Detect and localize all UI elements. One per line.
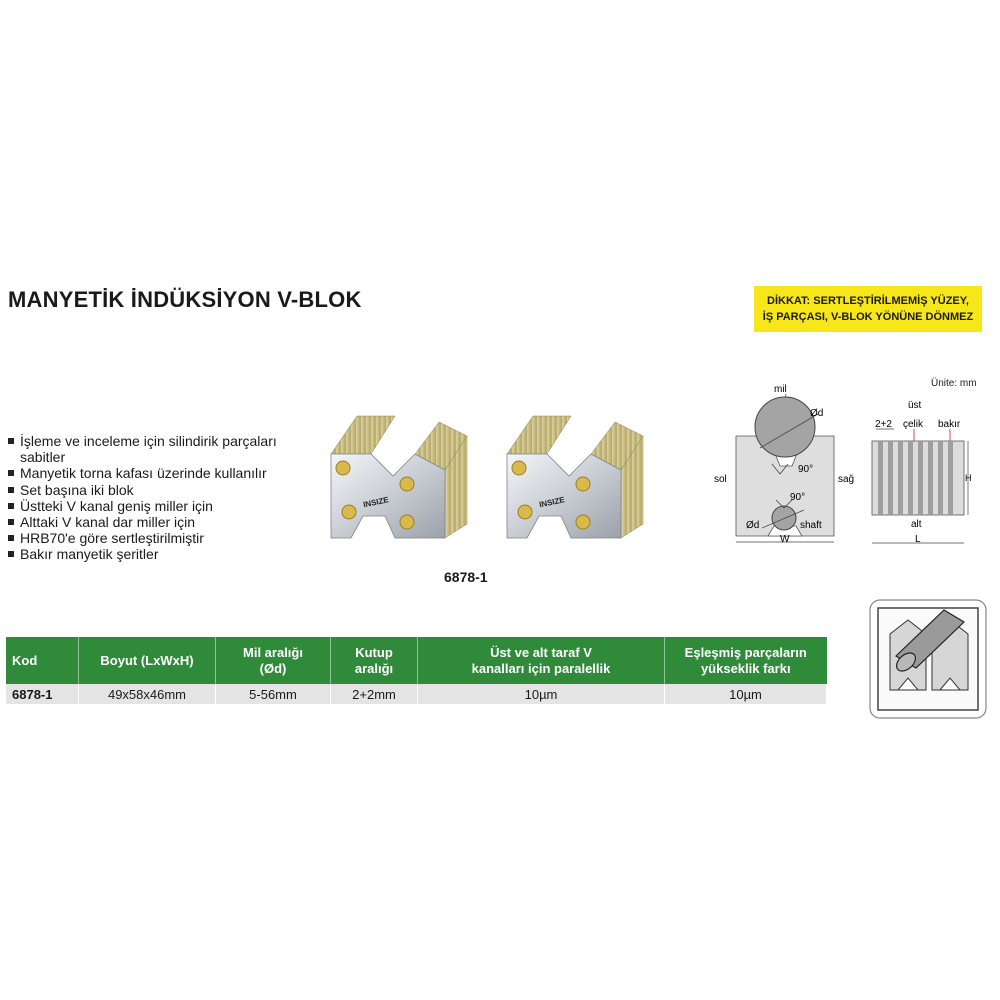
cell-boyut: 49x58x46mm	[78, 684, 216, 704]
alt-label: alt	[911, 519, 922, 530]
unit-note: Ünite: mm	[931, 378, 977, 389]
usage-thumbnail	[869, 599, 987, 719]
feature-list: İşleme ve inceleme için silindirik parça…	[8, 433, 308, 563]
spacing-label: 2+2	[875, 419, 892, 430]
cell-paralellik: 10µm	[417, 684, 665, 704]
feature-item: Set başına iki blok	[8, 482, 308, 498]
mil-label: mil	[774, 384, 787, 395]
feature-item: Alttaki V kanal dar miller için	[8, 514, 308, 530]
ust-label: üst	[908, 400, 922, 411]
l-dimension-label: L	[915, 534, 921, 545]
warning-badge: DİKKAT: SERTLEŞTİRİLMEMİŞ YÜZEY, İŞ PARÇ…	[754, 286, 982, 332]
column-header-mil-araligi: Mil aralığı(Ød)	[215, 637, 331, 684]
front-view-diagram: mil Ød 90° sol sağ 90° Ød shaft W	[714, 384, 854, 545]
side-view-diagram: üst 2+2 çelik bakır H alt L	[871, 400, 972, 545]
feature-item: İşleme ve inceleme için silindirik parça…	[8, 433, 308, 465]
cell-kod: 6878-1	[6, 684, 79, 704]
table-row: 6878-1 49x58x46mm 5-56mm 2+2mm 10µm 10µm	[6, 684, 827, 704]
feature-item: Manyetik torna kafası üzerinde kullanılı…	[8, 465, 308, 481]
od-top-label: Ød	[810, 408, 823, 419]
product-photo: INSIZE INSIZE	[330, 415, 644, 539]
v-block-right: INSIZE	[506, 415, 644, 539]
column-header-kod: Kod	[6, 637, 79, 684]
celik-label: çelik	[903, 419, 924, 430]
bakir-label: bakır	[938, 419, 961, 430]
cylinder-icon	[895, 609, 965, 672]
cell-yukseklik-farki: 10µm	[664, 684, 827, 704]
side-strips	[871, 440, 965, 516]
sag-label: sağ	[838, 474, 854, 485]
feature-item: Bakır manyetik şeritler	[8, 546, 308, 562]
angle-bottom-label: 90°	[790, 492, 805, 503]
cell-mil-araligi: 5-56mm	[215, 684, 331, 704]
od-bottom-label: Ød	[746, 520, 759, 531]
w-dimension-label: W	[780, 534, 790, 545]
feature-item: Üstteki V kanal geniş miller için	[8, 498, 308, 514]
sol-label: sol	[714, 474, 727, 485]
cell-kutup-araligi: 2+2mm	[330, 684, 418, 704]
column-header-boyut: Boyut (LxWxH)	[78, 637, 216, 684]
page-title: MANYETİK İNDÜKSİYON V-BLOK	[8, 287, 362, 312]
h-dimension-label: H	[965, 473, 972, 483]
shaft-label: shaft	[800, 520, 822, 531]
angle-top-label: 90°	[798, 464, 813, 475]
warning-line-2: İŞ PARÇASI, V-BLOK YÖNÜNE DÖNMEZ	[762, 311, 974, 323]
model-caption: 6878-1	[444, 569, 488, 585]
feature-item: HRB70'e göre sertleştirilmiştir	[8, 530, 308, 546]
warning-line-1: DİKKAT: SERTLEŞTİRİLMEMİŞ YÜZEY,	[767, 295, 969, 307]
v-block-left: INSIZE	[330, 415, 468, 539]
